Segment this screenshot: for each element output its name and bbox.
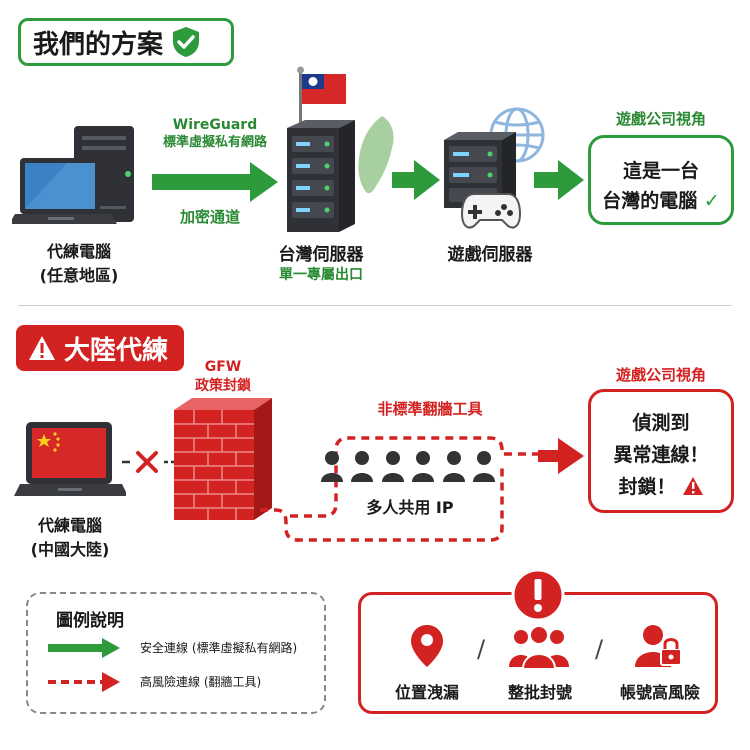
- gfw-line1: GFW: [204, 359, 242, 375]
- client-label-line1: 代練電腦: [46, 242, 111, 261]
- view-title-red: 遊戲公司視角: [615, 366, 706, 384]
- gfw-label: GFW 政策封鎖: [178, 358, 268, 396]
- person-icon: [321, 451, 343, 482]
- legend-risk-label: 高風險連線 (翻牆工具): [140, 675, 262, 689]
- legend-title: 圖例說明: [56, 611, 124, 631]
- china-client-label: 代練電腦 (中國大陸): [14, 514, 126, 562]
- mainland-badge: 大陸代練: [16, 325, 184, 371]
- view-safe-line2-wrap: 台灣的電腦 ✓: [591, 186, 731, 213]
- view-blocked-line2: 異常連線！: [613, 444, 709, 466]
- legend: 圖例說明 安全連線 (標準虛擬私有網路) 高風險連線 (翻牆工具): [26, 592, 326, 714]
- legend-risk-arrow: [48, 672, 120, 692]
- warning-icon: [29, 336, 55, 360]
- mainland-title: 大陸代練: [64, 335, 169, 366]
- tw-server-sub: 單一專屬出口: [279, 267, 363, 283]
- vpn-label-line1: WireGuard: [172, 117, 258, 133]
- gfw-line2: 政策封鎖: [195, 378, 251, 394]
- china-laptop-icon: [14, 422, 126, 496]
- person-icon: [412, 451, 435, 482]
- view-blocked-line1: 偵測到: [632, 412, 690, 434]
- view-blocked-line3-wrap: 封鎖！: [591, 472, 731, 499]
- view-safe-line2: 台灣的電腦: [602, 190, 698, 212]
- blocked-x-icon: [122, 451, 174, 473]
- view-blocked-line3: 封鎖！: [618, 476, 676, 498]
- vpn-label: WireGuard 標準虛擬私有網路: [150, 116, 280, 152]
- shared-users-group: [320, 450, 496, 484]
- warning-icon: [682, 476, 703, 495]
- client-label-line2: (任意地區): [39, 266, 119, 285]
- users-group-icon: [509, 625, 569, 669]
- view-title-green: 遊戲公司視角: [615, 110, 706, 128]
- legend-safe-arrow: [48, 638, 120, 658]
- account-lock-icon: [635, 625, 682, 667]
- firewall-icon: [174, 398, 272, 520]
- tunnel-label: 加密通道: [179, 208, 240, 226]
- view-safe-line1: 這是一台: [622, 160, 699, 182]
- section-divider: [18, 305, 732, 306]
- person-icon: [351, 451, 374, 482]
- client-label: 代練電腦 (任意地區): [24, 240, 134, 288]
- risk-item-ban: 整批封號: [507, 683, 572, 702]
- game-server-title: 遊戲伺服器: [447, 245, 533, 265]
- shared-ip-label: 多人共用 IP: [366, 498, 454, 517]
- risk-item-account: 帳號高風險: [619, 683, 700, 702]
- shield-check-icon: [173, 27, 200, 57]
- location-pin-icon: [411, 625, 443, 667]
- arrow-game-to-view: [534, 160, 584, 200]
- client-computer-icon: [12, 126, 134, 224]
- taiwan-flag-icon: [297, 66, 346, 124]
- risk-item-location: 位置洩漏: [394, 683, 459, 702]
- china-client-line2: (中國大陸): [30, 540, 110, 559]
- person-icon: [381, 451, 404, 482]
- game-company-view-safe: 這是一台 台灣的電腦 ✓: [588, 135, 734, 225]
- risky-tunnel-path: [260, 436, 550, 542]
- game-company-view-blocked: 偵測到 異常連線！ 封鎖！: [588, 389, 734, 513]
- taiwan-map-icon: [358, 116, 394, 194]
- vpn-arrow: [152, 162, 278, 202]
- gamepad-icon: [460, 193, 522, 229]
- our-solution-badge: 我們的方案: [18, 18, 234, 66]
- check-icon: ✓: [703, 190, 720, 212]
- tool-label: 非標準翻牆工具: [377, 400, 483, 418]
- legend-safe-label: 安全連線 (標準虛擬私有網路): [140, 641, 298, 655]
- vpn-label-line2: 標準虛擬私有網路: [162, 135, 267, 150]
- china-client-line1: 代練電腦: [37, 516, 102, 535]
- person-icon: [442, 451, 465, 482]
- arrow-tw-to-game: [392, 160, 440, 200]
- tw-server-title: 台灣伺服器: [278, 245, 364, 265]
- risky-arrow-head: [538, 438, 584, 474]
- person-icon: [472, 451, 495, 482]
- risk-separator: /: [476, 635, 486, 663]
- our-solution-title: 我們的方案: [33, 29, 164, 60]
- taiwan-server-icon: [287, 120, 355, 232]
- risk-separator: /: [594, 635, 604, 663]
- alert-circle-icon: [511, 568, 565, 622]
